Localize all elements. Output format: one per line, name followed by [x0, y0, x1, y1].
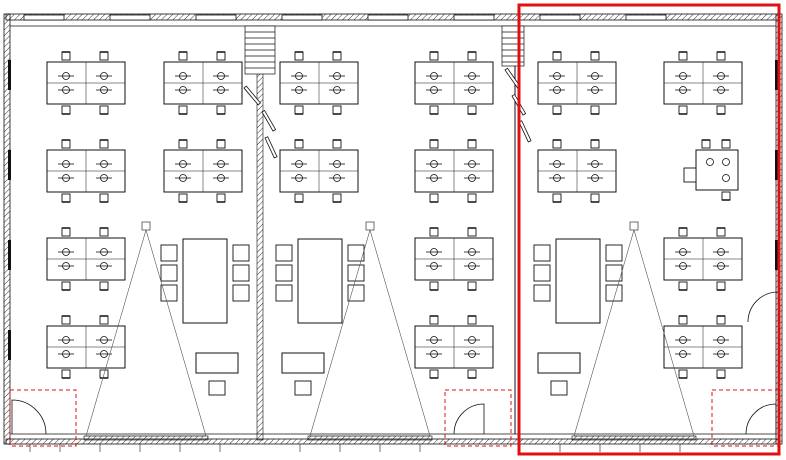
stairs-right: [501, 25, 525, 67]
room-right-desks: [533, 52, 742, 396]
doors: [11, 291, 779, 435]
highlight-frame: [517, 3, 781, 456]
folding-panels: [243, 67, 532, 159]
room-middle-desks: [275, 52, 493, 396]
stairs-left: [244, 25, 276, 75]
screen-bars: [83, 435, 697, 441]
